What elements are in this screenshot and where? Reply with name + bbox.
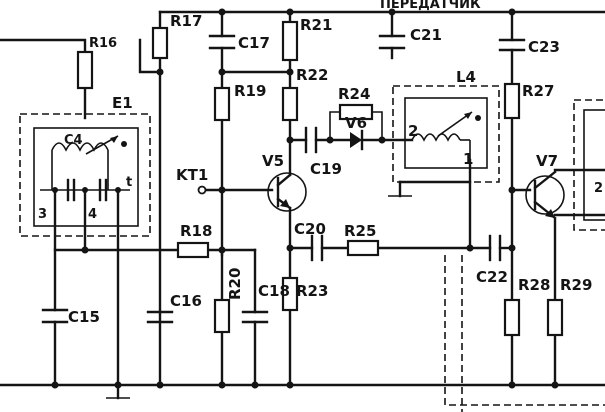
transistor-v7	[525, 170, 565, 220]
label-r19: R19	[234, 82, 266, 100]
label-c23: C23	[528, 38, 560, 56]
label-pin-t: t	[126, 175, 132, 190]
label-r27: R27	[522, 82, 554, 100]
resistor-r21	[281, 20, 299, 62]
capacitor-c15	[41, 308, 69, 324]
label-c18: C18	[258, 282, 290, 300]
module-right-inner	[583, 109, 605, 221]
capacitor-c18	[241, 310, 269, 324]
resistor-r20	[213, 298, 231, 334]
label-pin-2: 2	[408, 122, 418, 140]
transistor-v5	[267, 172, 307, 212]
label-l4: L4	[456, 68, 476, 86]
label-r28: R28	[518, 276, 550, 294]
capacitor-c16	[146, 310, 174, 324]
label-kt1: KT1	[176, 166, 208, 184]
label-pin-2b: 2	[594, 181, 603, 196]
header-label: ПЕРЕДАТЧИК	[380, 0, 481, 12]
labels: ПЕРЕДАТЧИК R16 R17 C17 R21 C21 C23 R22 R…	[38, 0, 603, 326]
label-r16: R16	[89, 36, 117, 51]
coil-module-l4	[392, 85, 500, 183]
resistor-r22	[281, 86, 299, 122]
module-right-partial	[573, 99, 605, 231]
label-c17: C17	[238, 34, 270, 52]
label-c15: C15	[68, 308, 100, 326]
label-r29: R29	[560, 276, 592, 294]
resistor-r23	[281, 276, 299, 312]
resistor-r28	[503, 298, 521, 337]
junction-dots	[51, 8, 559, 389]
label-r23: R23	[296, 282, 328, 300]
capacitor-c23	[498, 38, 526, 52]
label-r20: R20	[226, 268, 244, 300]
label-c19: C19	[310, 160, 342, 178]
label-r25: R25	[344, 222, 376, 240]
label-r21: R21	[300, 16, 332, 34]
label-r18: R18	[180, 222, 212, 240]
resistor-r27	[503, 82, 521, 120]
resistor-r16	[76, 50, 94, 90]
capacitor-c19	[304, 126, 318, 154]
label-r22: R22	[296, 66, 328, 84]
label-c21: C21	[410, 26, 442, 44]
label-pin-3: 3	[38, 207, 47, 222]
resistor-r24	[338, 103, 374, 121]
resistor-r19	[213, 86, 231, 122]
label-r17: R17	[170, 12, 202, 30]
capacitor-c21	[378, 34, 406, 50]
label-v7: V7	[536, 152, 558, 170]
label-c4: C4	[64, 133, 83, 148]
filter-module-e1	[19, 113, 151, 237]
capacitor-c17	[208, 34, 236, 50]
label-c22: C22	[476, 268, 508, 286]
label-v5: V5	[262, 152, 284, 170]
diode-v6	[350, 129, 364, 151]
capacitor-c22	[488, 234, 502, 262]
resistors	[76, 20, 564, 337]
resistor-r17	[151, 26, 169, 60]
resistor-r29	[546, 298, 564, 337]
label-c20: C20	[294, 220, 326, 238]
resistor-r18	[176, 241, 210, 259]
label-v6: V6	[345, 114, 367, 132]
label-pin-1: 1	[463, 150, 473, 168]
label-r24: R24	[338, 85, 370, 103]
label-c16: C16	[170, 292, 202, 310]
test-point-kt1	[197, 185, 207, 195]
capacitor-c20	[310, 234, 324, 262]
capacitors	[41, 34, 526, 324]
resistor-r25	[346, 239, 380, 257]
label-pin-4: 4	[88, 207, 97, 222]
label-e1: E1	[112, 94, 133, 112]
